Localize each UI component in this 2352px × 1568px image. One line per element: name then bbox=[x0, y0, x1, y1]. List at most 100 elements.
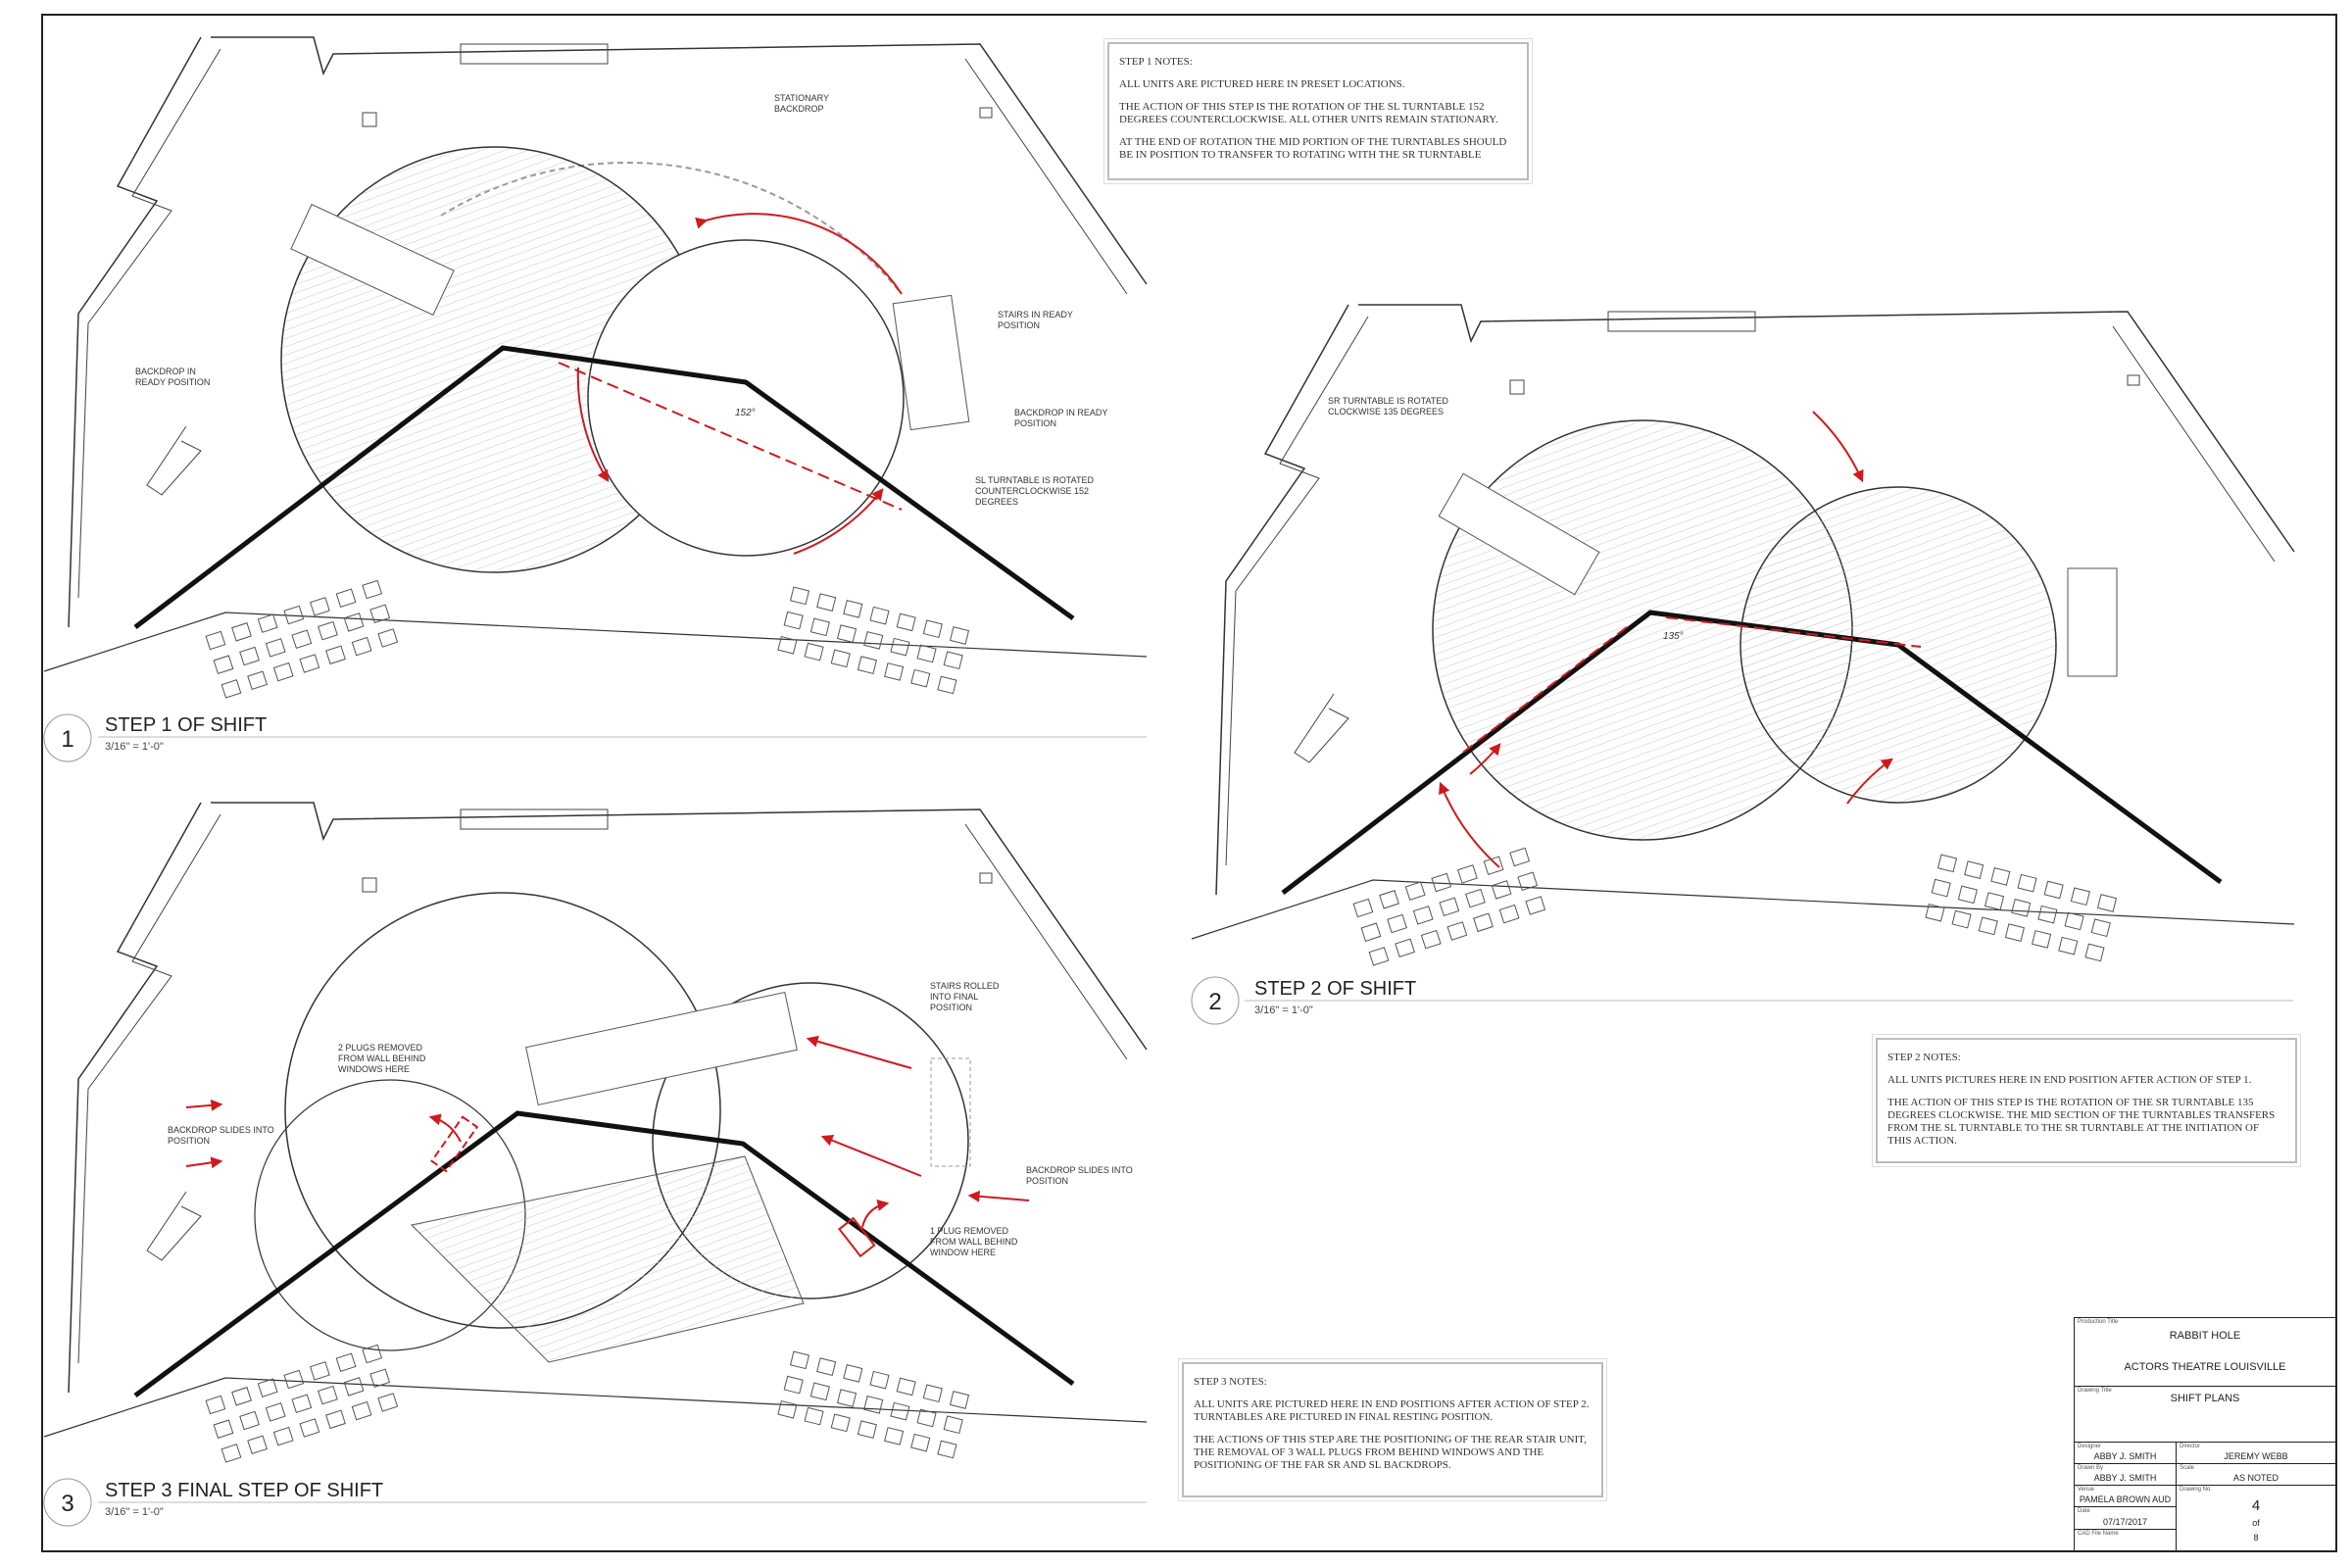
rotation-arrow bbox=[1812, 411, 1864, 483]
audience-seat bbox=[1387, 913, 1407, 934]
view-title: STEP 2 OF SHIFT bbox=[1254, 978, 1416, 1000]
audience-seat bbox=[362, 579, 383, 600]
audience-seat bbox=[916, 1408, 937, 1428]
step-3-notes: STEP 3 NOTES: ALL UNITS ARE PICTURED HER… bbox=[1178, 1358, 1607, 1501]
drawing-total: 8 bbox=[2253, 1533, 2259, 1543]
step-3-plan bbox=[43, 802, 1148, 1438]
audience-seat bbox=[783, 611, 804, 630]
audience-seat bbox=[272, 662, 294, 682]
audience-seat bbox=[2064, 911, 2084, 931]
audience-seat bbox=[272, 1426, 294, 1446]
audience-seat bbox=[1446, 921, 1468, 941]
view-title: STEP 3 FINAL STEP OF SHIFT bbox=[105, 1480, 383, 1501]
audience-seat bbox=[949, 1391, 970, 1409]
audience-seat bbox=[949, 626, 970, 645]
audience-seat bbox=[1360, 922, 1382, 942]
audience-seat bbox=[283, 605, 305, 625]
audience-seat bbox=[2043, 880, 2064, 900]
stairs-unit bbox=[2067, 567, 2118, 677]
audience-seat bbox=[1395, 938, 1416, 958]
angle-label: 135° bbox=[1663, 631, 1684, 642]
audience-seat bbox=[2084, 943, 2105, 962]
audience-seat bbox=[1379, 890, 1399, 909]
title-block: Production Title RABBIT HOLE ACTORS THEA… bbox=[2074, 1317, 2336, 1551]
audience-seat bbox=[890, 637, 910, 657]
audience-seat bbox=[1420, 929, 1442, 950]
audience-seat bbox=[377, 1393, 399, 1412]
svg-text:1: 1 bbox=[61, 726, 74, 753]
audience-seat bbox=[265, 638, 286, 658]
audience-seat bbox=[783, 1375, 804, 1395]
view-title-1: 1 STEP 1 OF SHIFT 3/16" = 1'-0" bbox=[43, 713, 1147, 762]
audience-seat bbox=[809, 1382, 830, 1401]
audience-seat bbox=[213, 1419, 234, 1439]
view-scale: 3/16" = 1'-0" bbox=[105, 1506, 164, 1518]
audience-seat bbox=[231, 1387, 252, 1406]
audience-seat bbox=[910, 1433, 931, 1452]
step-1-notes: STEP 1 NOTES: ALL UNITS ARE PICTURED HER… bbox=[1103, 38, 1533, 184]
stairs-unit bbox=[525, 991, 798, 1106]
audience-seat bbox=[884, 1427, 905, 1446]
audience-seat bbox=[2004, 923, 2025, 942]
audience-seat bbox=[257, 613, 278, 633]
audience-seat bbox=[1925, 903, 1945, 922]
audience-seat bbox=[231, 622, 252, 642]
audience-seat bbox=[239, 1410, 260, 1431]
sr-turntable bbox=[652, 982, 969, 1299]
audience-seat bbox=[857, 656, 877, 674]
wall-line bbox=[1281, 610, 2223, 895]
audience-seat bbox=[836, 624, 858, 643]
audience-seat bbox=[362, 1344, 383, 1364]
audience-seat bbox=[1465, 888, 1486, 908]
audience-seat bbox=[220, 1444, 242, 1463]
drawing-number: 4 bbox=[2251, 1497, 2261, 1514]
audience-seat bbox=[789, 1350, 810, 1370]
audience-seat bbox=[1990, 867, 2011, 886]
audience-seat bbox=[1412, 906, 1434, 925]
audience-seat bbox=[213, 655, 234, 674]
wall-line bbox=[133, 345, 1075, 629]
audience-seat bbox=[265, 1402, 286, 1422]
audience-seat bbox=[1931, 878, 1951, 898]
audience-seat bbox=[896, 612, 916, 632]
step-2-plan: 135° bbox=[1191, 304, 2295, 940]
audience-seat bbox=[1525, 896, 1546, 915]
audience-seat bbox=[325, 1409, 346, 1430]
audience-seat bbox=[1984, 892, 2005, 910]
audience-seat bbox=[943, 1415, 963, 1435]
audience-seat bbox=[1936, 854, 1958, 873]
production-title: RABBIT HOLE bbox=[2169, 1330, 2241, 1342]
audience-seat bbox=[283, 1369, 305, 1390]
audience-seat bbox=[1498, 904, 1520, 924]
audience-seat bbox=[205, 630, 226, 651]
audience-seat bbox=[369, 604, 391, 624]
audience-seat bbox=[2037, 905, 2058, 924]
audience-seat bbox=[1517, 871, 1539, 892]
view-title-2: 2 STEP 2 OF SHIFT 3/16" = 1'-0" bbox=[1191, 976, 2293, 1025]
audience-seat bbox=[299, 1418, 320, 1438]
audience-seat bbox=[247, 670, 269, 691]
audience-seat bbox=[863, 631, 884, 650]
audience-seat bbox=[343, 1377, 365, 1396]
audience-seat bbox=[804, 642, 824, 662]
audience-seat bbox=[789, 586, 810, 606]
audience-seat bbox=[377, 628, 399, 648]
audience-seat bbox=[1404, 881, 1426, 901]
audience-seat bbox=[2090, 918, 2111, 938]
audience-seat bbox=[2058, 936, 2079, 956]
audience-seat bbox=[335, 588, 357, 608]
audience-seat bbox=[2096, 894, 2118, 912]
view-title-3: 3 STEP 3 FINAL STEP OF SHIFT 3/16" = 1'-… bbox=[43, 1478, 1147, 1527]
view-scale: 3/16" = 1'-0" bbox=[105, 741, 164, 753]
audience-seat bbox=[1352, 898, 1374, 918]
audience-seat bbox=[369, 1368, 391, 1389]
audience-seat bbox=[1431, 872, 1452, 893]
audience-seat bbox=[890, 1401, 910, 1421]
